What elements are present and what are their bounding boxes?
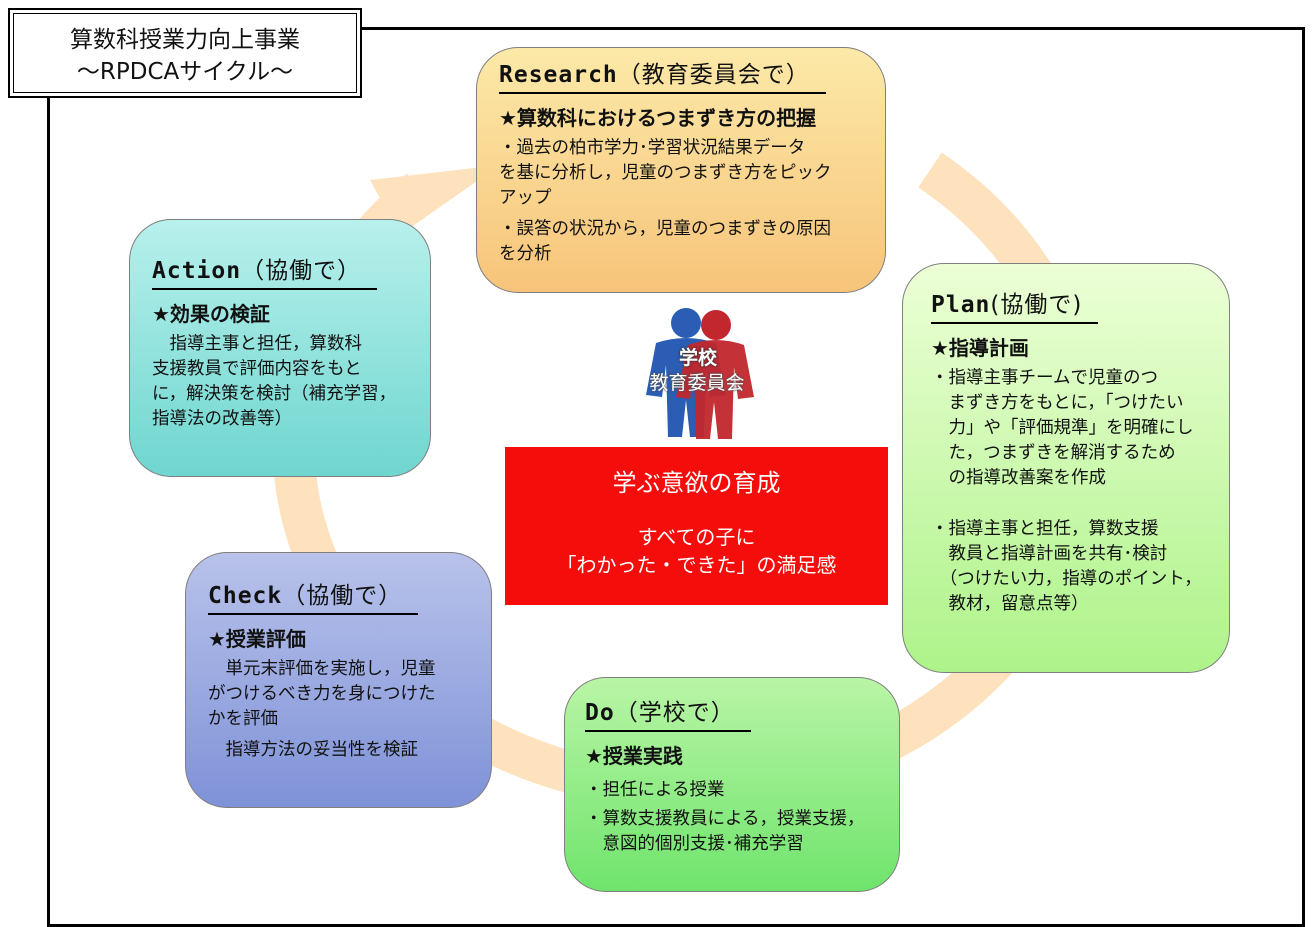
do-heading-latin: Do xyxy=(585,700,615,726)
plan-line: まずき方をもとに，「つけたい xyxy=(931,393,1184,413)
check-heading-suffix: （協働で） xyxy=(282,583,403,609)
action-line: 指導主事と担任，算数科 xyxy=(152,334,362,354)
research-heading-latin: Research xyxy=(499,62,618,88)
center-sub-text-1: すべての子に xyxy=(637,525,756,549)
action-line: 指導法の改善等） xyxy=(152,409,292,429)
action-line: 支援教員で評価内容をもと xyxy=(152,359,362,379)
logo-board-label: 教育委員会 xyxy=(649,372,745,394)
plan-heading-suffix: (協働で) xyxy=(990,292,1083,318)
plan-box: Plan(協働で) ★指導計画 ・指導主事チームで児童のつ まずき方をもとに，「… xyxy=(902,263,1230,673)
action-box: Action（協働で） ★効果の検証 指導主事と担任，算数科 支援教員で評価内容… xyxy=(129,219,431,477)
check-line: 指導方法の妥当性を検証 xyxy=(208,740,418,760)
title-box: 算数科授業力向上事業 ～RPDCAサイクル～ xyxy=(8,8,362,98)
plan-line: （つけたい力，指導のポイント， xyxy=(931,569,1202,589)
do-heading-suffix: （学校で） xyxy=(614,700,735,726)
action-line: に，解決策を検討（補充学習， xyxy=(152,384,397,404)
action-subtitle: ★効果の検証 xyxy=(152,302,270,326)
school-board-figures-icon xyxy=(646,308,754,439)
plan-line: た，つまずきを解消するため xyxy=(931,443,1176,463)
do-line: 意図的個別支援･補充学習 xyxy=(585,834,804,854)
research-box: Research（教育委員会で） ★算数科におけるつまずき方の把握 ・過去の柏市… xyxy=(476,47,886,293)
logo-school-label: 学校 xyxy=(678,347,717,369)
center-goal-box: 学ぶ意欲の育成 すべての子に 「わかった・できた」の満足感 xyxy=(505,447,888,605)
center-main-text: 学ぶ意欲の育成 xyxy=(612,469,781,497)
action-heading-suffix: （協働で） xyxy=(241,258,362,284)
check-line: かを評価 xyxy=(208,709,278,729)
do-line: ・算数支援教員による，授業支援， xyxy=(585,809,865,829)
check-box: Check（協働で） ★授業評価 単元末評価を実施し，児童 がつけるべき力を身に… xyxy=(185,552,492,808)
action-heading: Action（協働で） xyxy=(152,256,378,290)
plan-heading: Plan(協働で) xyxy=(931,290,1099,324)
check-line: 単元末評価を実施し，児童 xyxy=(208,659,436,679)
research-line: アップ xyxy=(499,188,552,208)
plan-line: の指導改善案を作成 xyxy=(931,468,1106,488)
plan-heading-latin: Plan xyxy=(931,292,991,318)
plan-line: 力」や「評価規準」を明確にし xyxy=(931,418,1194,438)
plan-line: 教員と指導計画を共有･検討 xyxy=(931,544,1168,564)
center-sub-text-2: 「わかった・できた」の満足感 xyxy=(556,553,837,577)
check-subtitle: ★授業評価 xyxy=(208,627,306,651)
plan-line: 教材，留意点等） xyxy=(931,594,1089,614)
research-line: ・誤答の状況から，児童のつまずきの原因 xyxy=(499,219,831,239)
title-line-1: 算数科授業力向上事業 xyxy=(70,27,300,53)
do-line: ・担任による授業 xyxy=(585,780,725,800)
research-heading-suffix: （教育委員会で） xyxy=(617,62,810,88)
check-heading: Check（協働で） xyxy=(208,581,419,615)
plan-subtitle: ★指導計画 xyxy=(931,336,1029,360)
research-line: を基に分析し，児童のつまずき方をピック xyxy=(499,163,832,183)
check-line: がつけるべき力を身につけた xyxy=(208,684,436,704)
plan-line: ・指導主事と担任，算数支援 xyxy=(931,519,1159,539)
title-line-2: ～RPDCAサイクル～ xyxy=(76,59,294,85)
do-heading: Do（学校で） xyxy=(585,698,751,732)
research-subtitle: ★算数科におけるつまずき方の把握 xyxy=(499,106,817,130)
plan-line: ・指導主事チームで児童のつ xyxy=(931,368,1158,388)
research-line: ・過去の柏市学力･学習状況結果データ xyxy=(499,138,806,158)
research-line: を分析 xyxy=(499,244,552,264)
check-heading-latin: Check xyxy=(208,583,283,609)
do-box: Do（学校で） ★授業実践 ・担任による授業 ・算数支援教員による，授業支援， … xyxy=(564,677,900,892)
research-heading: Research（教育委員会で） xyxy=(499,60,826,94)
do-subtitle: ★授業実践 xyxy=(585,744,683,768)
action-heading-latin: Action xyxy=(152,258,242,284)
